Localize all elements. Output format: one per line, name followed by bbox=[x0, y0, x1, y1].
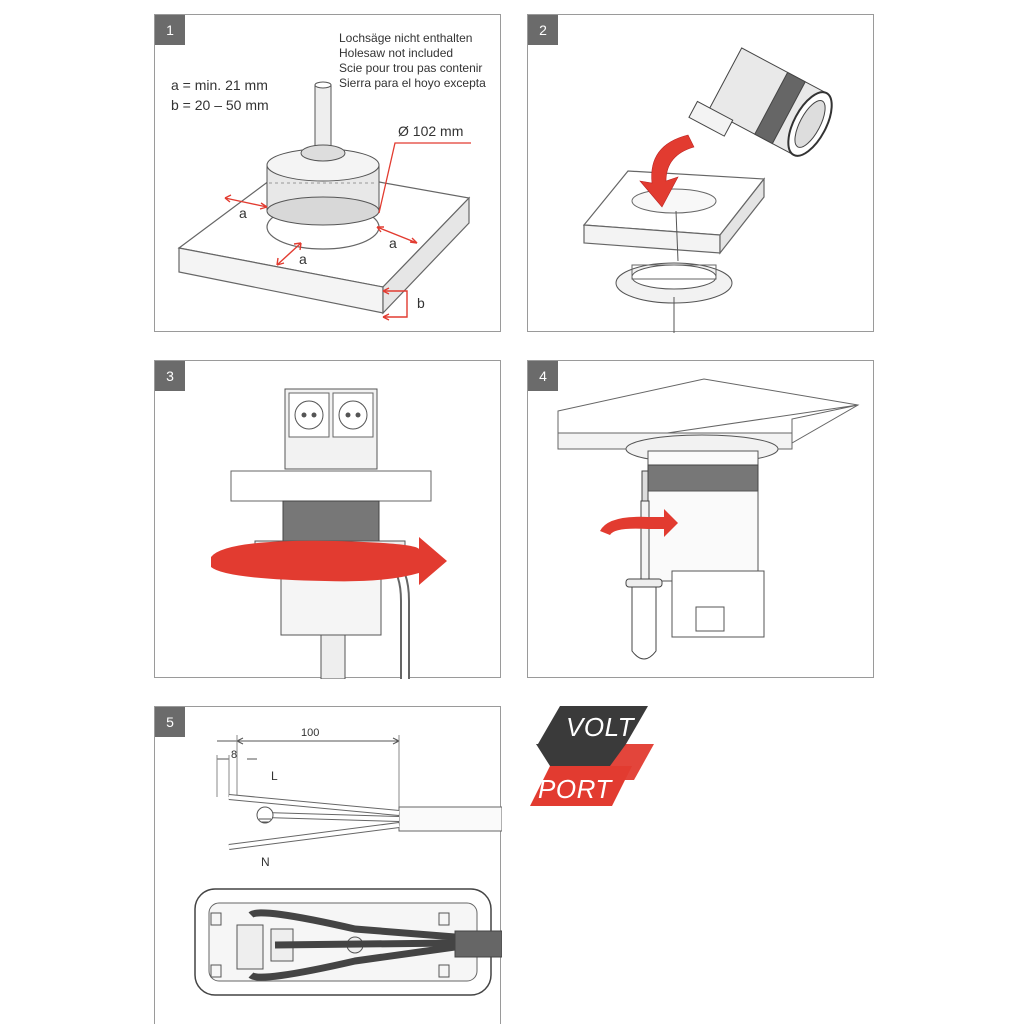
step-number-badge: 3 bbox=[155, 361, 185, 391]
label-b: b bbox=[417, 295, 425, 311]
wire-label-N: N bbox=[261, 855, 270, 869]
step-number-badge: 1 bbox=[155, 15, 185, 45]
step-3-panel: 3 bbox=[154, 360, 501, 679]
step-2-panel: 2 bbox=[527, 14, 874, 333]
holesaw-note-de: Lochsäge nicht enthalten bbox=[339, 31, 473, 45]
wire-label-L: L bbox=[271, 769, 278, 783]
holesaw-note-es: Sierra para el hoyo excepta bbox=[339, 76, 486, 90]
step-number-badge: 4 bbox=[528, 361, 558, 391]
holesaw-note-fr: Scie pour trou pas contenir bbox=[339, 61, 483, 75]
label-a-right: a bbox=[389, 235, 397, 251]
step-4-illustration bbox=[557, 378, 860, 660]
dimension-100-label: 100 bbox=[301, 727, 320, 739]
step-number-badge: 2 bbox=[528, 15, 558, 45]
dimension-b-text: b = 20 – 50 mm bbox=[171, 97, 269, 113]
holesaw-note: Lochsäge nicht enthalten Holesaw not inc… bbox=[339, 31, 486, 91]
step-1-illustration bbox=[177, 81, 471, 321]
voltport-logo: VOLT PORT bbox=[530, 704, 656, 810]
step-4-panel: 4 bbox=[527, 360, 874, 678]
holesaw-note-en: Holesaw not included bbox=[339, 46, 454, 60]
step-5-panel: 5 100 8 L N bbox=[154, 706, 502, 1024]
step-5-illustration bbox=[194, 735, 502, 996]
voltport-logo-graphic bbox=[530, 706, 654, 806]
dimension-8-label: 8 bbox=[231, 749, 238, 761]
step-number-badge: 5 bbox=[155, 707, 185, 737]
step-3-illustration bbox=[211, 388, 447, 679]
logo-text-volt: VOLT bbox=[566, 712, 634, 742]
diameter-text: Ø 102 mm bbox=[398, 123, 464, 139]
step-1-panel: 1 Lochsäge nicht enthalten Holesaw not i… bbox=[154, 14, 501, 332]
logo-text-port: PORT bbox=[538, 774, 612, 804]
label-a-left: a bbox=[239, 205, 247, 221]
dimension-a-text: a = min. 21 mm bbox=[171, 77, 268, 93]
label-a-front: a bbox=[299, 251, 307, 267]
step-2-illustration bbox=[582, 47, 833, 333]
